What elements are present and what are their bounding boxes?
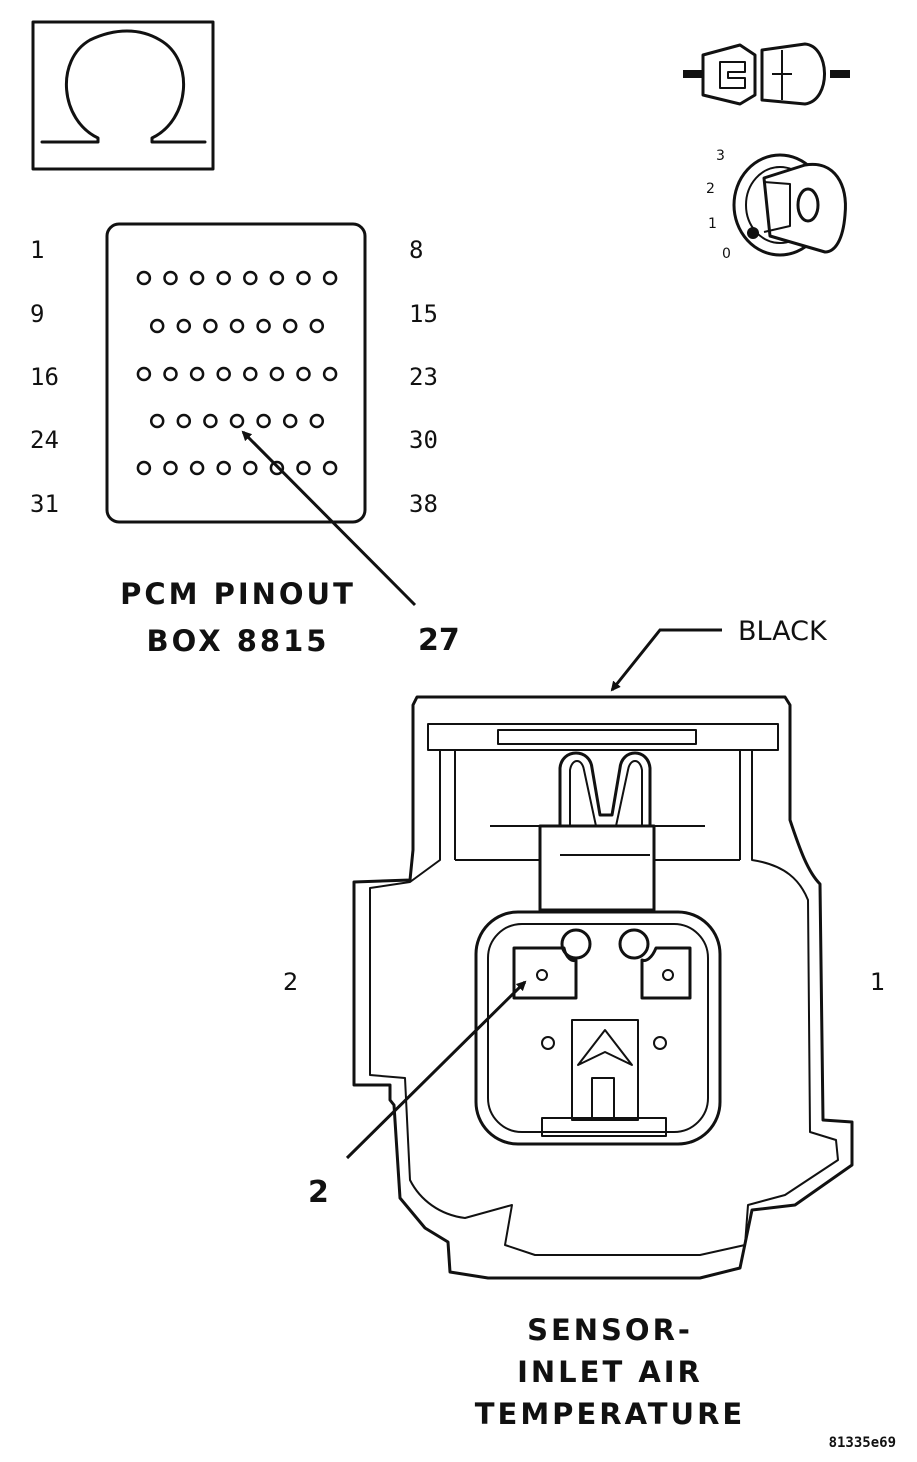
pcm-pin (229, 413, 245, 429)
pcm-pin (216, 270, 231, 286)
pcm-pin (282, 318, 298, 334)
pin-label-15: 15 (409, 300, 438, 328)
pcm-pin-grid (136, 270, 338, 476)
connector-color-label: BLACK (738, 616, 828, 647)
pcm-pin (136, 270, 152, 286)
ignition-position-3: 3 (716, 148, 725, 164)
pin-label-30: 30 (409, 426, 438, 454)
pcm-pin (269, 366, 285, 382)
pcm-pin (309, 318, 325, 334)
pcm-pin (163, 366, 178, 382)
pcm-pin (269, 270, 285, 286)
pcm-pin (149, 318, 165, 334)
connector-side-1: 1 (870, 968, 885, 996)
pin-label-24: 24 (30, 426, 59, 454)
ignition-position-0: 0 (722, 246, 731, 262)
pcm-right-labels: 8 15 23 30 38 (409, 236, 438, 518)
cavity-2-arrow (345, 980, 527, 1160)
pin-label-16: 16 (30, 363, 59, 391)
ignition-position-2: 2 (706, 181, 715, 197)
pcm-pin (189, 460, 205, 476)
connector-color-leader (610, 628, 722, 692)
pin-27-arrow (241, 430, 417, 607)
pcm-pin (176, 318, 192, 334)
pcm-pin (203, 318, 218, 334)
pcm-pin (243, 270, 258, 286)
pcm-pin (256, 413, 271, 429)
disconnected-connector-icon (683, 42, 850, 106)
pin-label-31: 31 (30, 490, 59, 518)
pcm-pin (189, 270, 205, 286)
ignition-key-icon: 3 2 1 0 (706, 148, 847, 262)
pin-label-1: 1 (30, 236, 44, 264)
pcm-title-line2: BOX 8815 (147, 624, 330, 658)
pcm-pin (229, 318, 245, 334)
sensor-title-line1: SENSOR- (527, 1313, 693, 1347)
pcm-pin (163, 270, 178, 286)
connector-side-2: 2 (283, 968, 298, 996)
figure-code: 81335e69 (829, 1435, 896, 1451)
cavity-2-callout: 2 (308, 1175, 329, 1210)
pcm-pin (216, 460, 231, 476)
pin-label-9: 9 (30, 300, 44, 328)
pcm-pinout-box (105, 222, 367, 524)
pcm-pin (189, 366, 205, 382)
pcm-pin (203, 413, 218, 429)
pin-label-23: 23 (409, 363, 438, 391)
pcm-pin (216, 366, 231, 382)
pcm-pin (296, 460, 311, 476)
pcm-pin (256, 318, 271, 334)
ignition-position-1: 1 (708, 216, 717, 232)
pcm-pin (309, 413, 325, 429)
pin-27-callout: 27 (418, 623, 460, 658)
pcm-pin (163, 460, 178, 476)
pcm-title-line1: PCM PINOUT (120, 577, 356, 611)
pcm-pin (282, 413, 298, 429)
sensor-connector-face (352, 695, 854, 1280)
pcm-pin (176, 413, 192, 429)
pcm-pin (243, 366, 258, 382)
pcm-pin (136, 460, 152, 476)
pin-label-38: 38 (409, 490, 438, 518)
pcm-pin (269, 460, 285, 476)
pcm-pin (322, 460, 338, 476)
sensor-title-line2: INLET AIR (517, 1355, 703, 1389)
pcm-pin (136, 366, 152, 382)
pcm-pin (296, 366, 311, 382)
omega-icon (31, 20, 215, 171)
pcm-pin (296, 270, 311, 286)
pcm-pin (322, 270, 338, 286)
pin-label-8: 8 (409, 236, 423, 264)
sensor-title-line3: TEMPERATURE (475, 1397, 746, 1431)
pcm-pin (243, 460, 258, 476)
pcm-left-labels: 1 9 16 24 31 (30, 236, 59, 518)
pcm-pin (322, 366, 338, 382)
pcm-pin (149, 413, 165, 429)
